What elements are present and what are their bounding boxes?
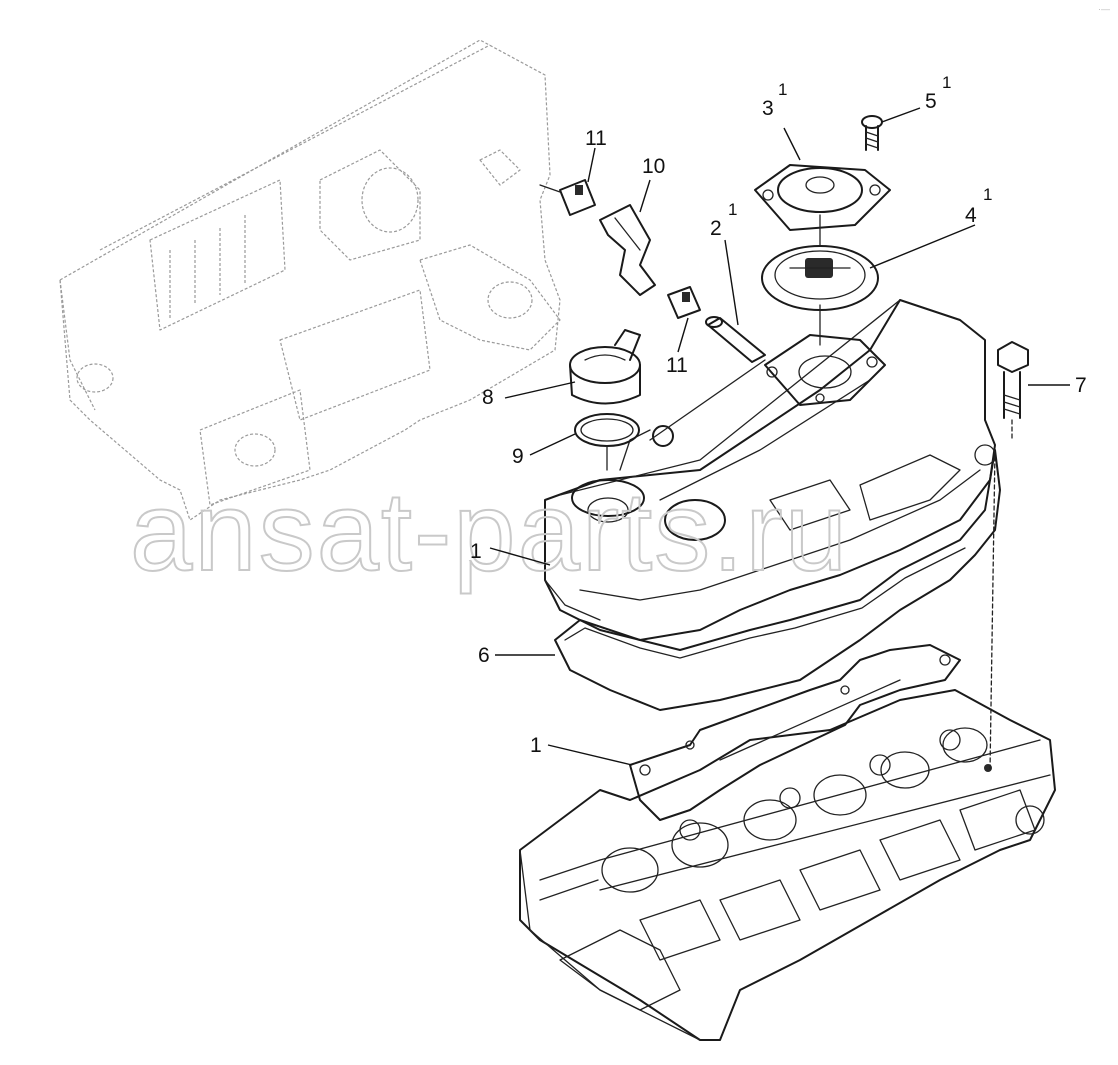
breather-diaphragm <box>761 245 879 311</box>
callout-3-superscript: 1 <box>778 80 787 99</box>
callout-8: 8 <box>482 386 494 409</box>
callout-9: 9 <box>512 445 524 468</box>
callout-4-superscript: 1 <box>983 185 992 204</box>
breather-hose <box>599 204 656 296</box>
cylinder-head <box>519 689 1056 1041</box>
valve-cover-baffle-plate <box>629 644 961 821</box>
callout-10: 10 <box>642 155 665 178</box>
cover-bolt <box>989 341 1029 771</box>
callout-1-plate: 1 <box>530 734 542 757</box>
oil-filler-cap <box>569 329 641 405</box>
hose-clamp-upper <box>539 179 596 216</box>
callout-11-lower: 11 <box>666 354 688 377</box>
breather-base-plate <box>764 334 886 406</box>
callout-2: 2 <box>710 217 722 240</box>
assembly-alignment-lines <box>606 214 821 471</box>
valve-cover <box>544 299 996 641</box>
breather-pipe <box>705 316 766 363</box>
corner-mark: ·— <box>1098 4 1110 14</box>
hose-clamp-lower <box>667 286 701 319</box>
callout-7: 7 <box>1075 374 1087 397</box>
callout-leaders <box>489 107 1070 766</box>
callout-3: 3 <box>762 97 774 120</box>
breather-cover <box>754 164 891 231</box>
valve-cover-gasket <box>554 449 1001 711</box>
callout-4: 4 <box>965 204 977 227</box>
background-engine-outline <box>59 39 561 521</box>
callout-5-superscript: 1 <box>942 73 951 92</box>
callout-5: 5 <box>925 90 937 113</box>
callout-6: 6 <box>478 644 490 667</box>
breather-screw <box>861 115 883 151</box>
watermark: ansat-parts.ru <box>130 469 849 594</box>
callout-11-upper: 11 <box>585 127 607 150</box>
callout-labels: 3 1 5 1 11 10 2 1 4 1 11 8 7 9 1 6 1 <box>470 73 1087 757</box>
callout-1-cover: 1 <box>470 540 482 563</box>
callout-2-superscript: 1 <box>728 200 737 219</box>
